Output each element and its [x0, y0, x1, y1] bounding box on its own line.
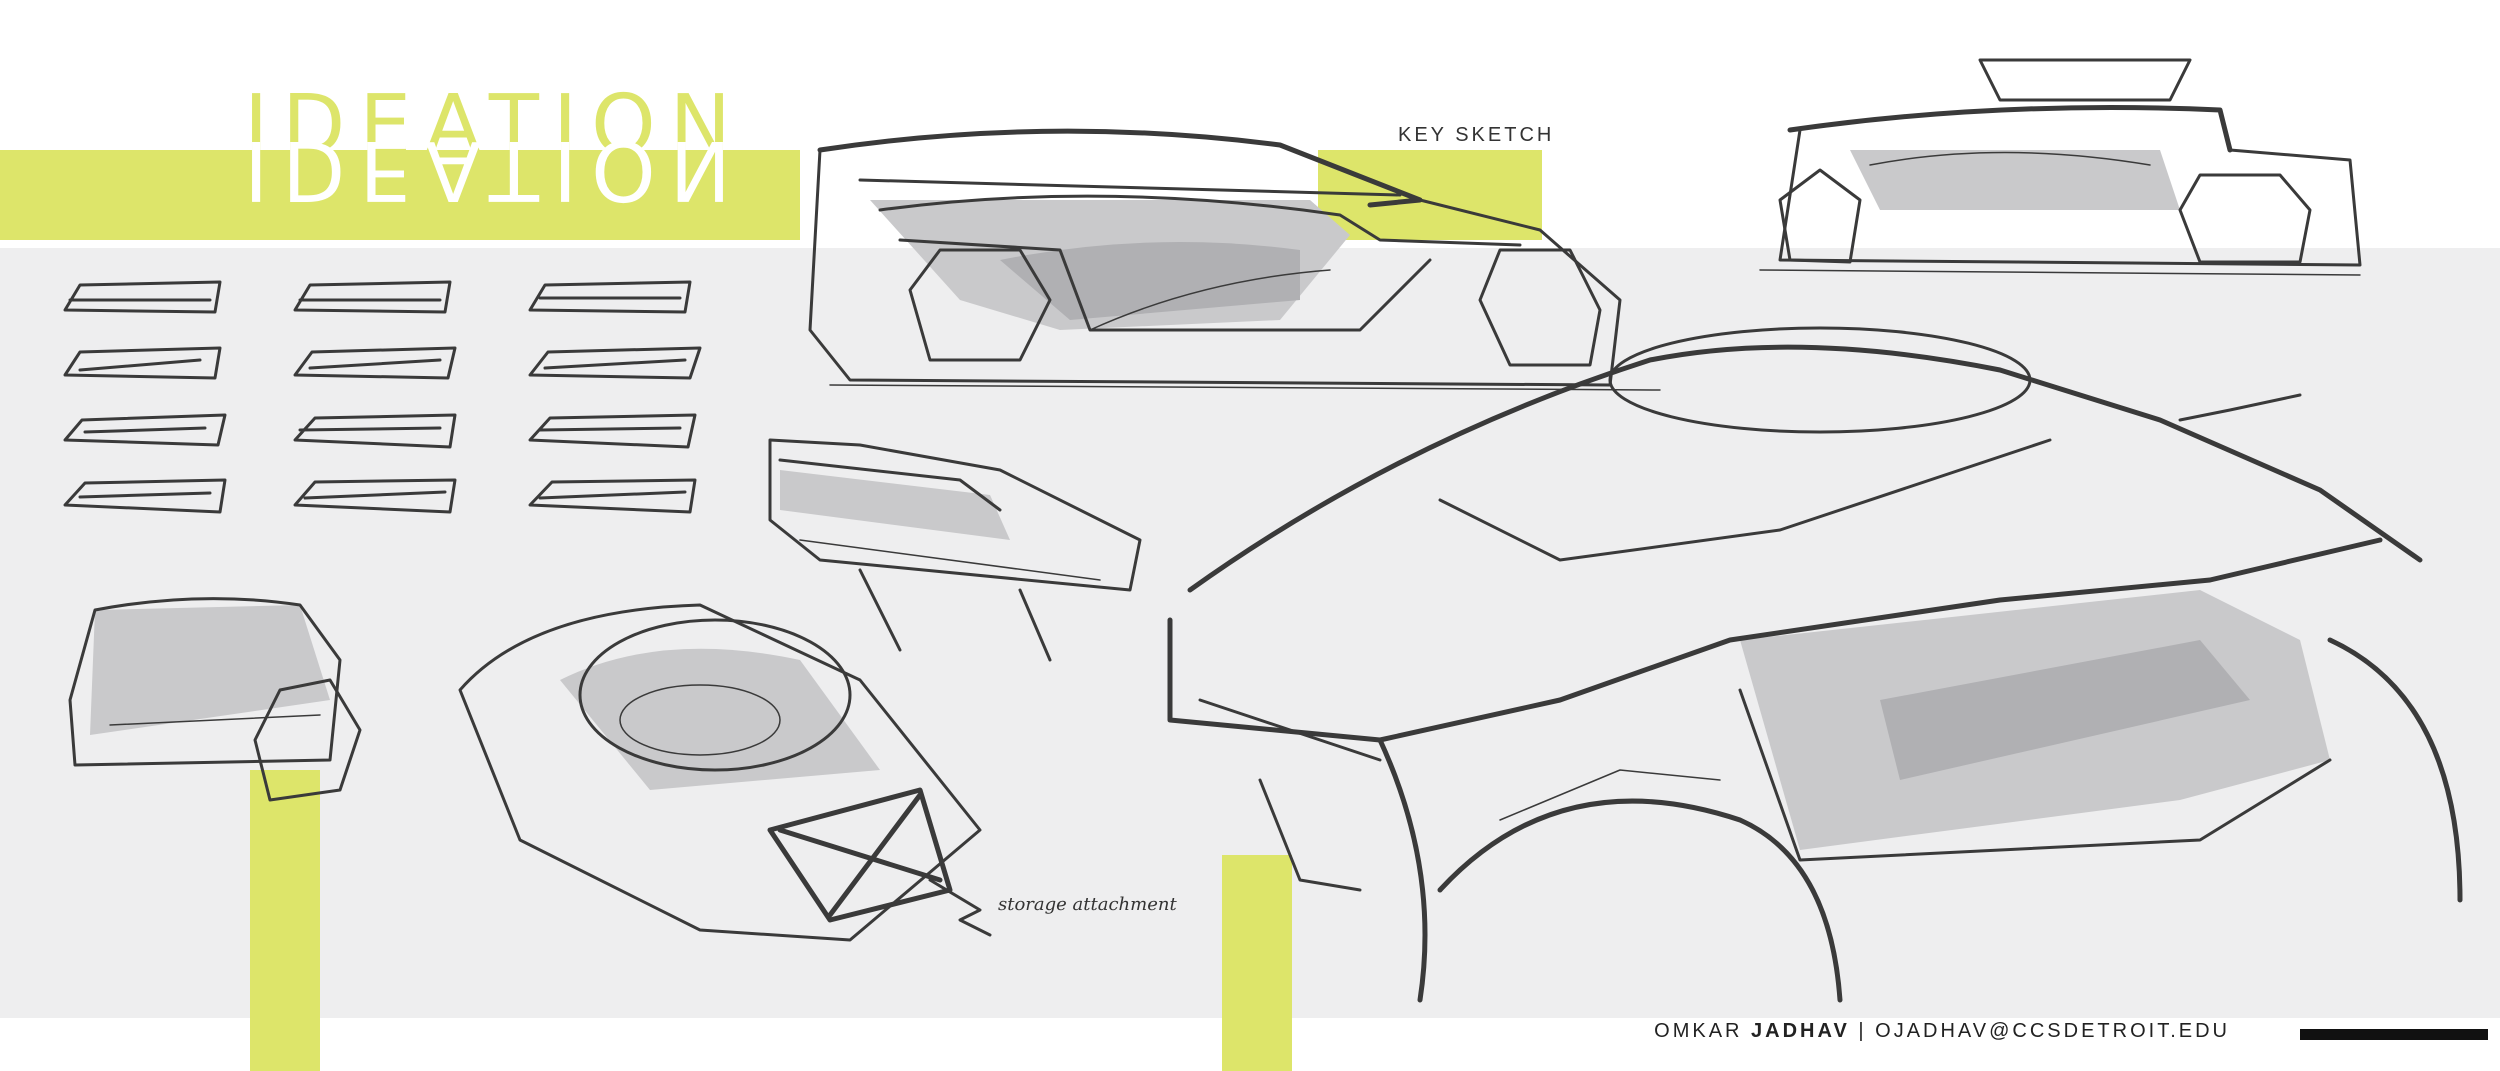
footer-credit: OMKAR JADHAV | OJADHAV@CCSDETROIT.EDU [1654, 1020, 2230, 1043]
page-title: IDEATION [244, 78, 746, 173]
thumbnail-sketches [63, 280, 702, 514]
key-sketch-vehicle [808, 128, 1661, 391]
footer-first-name: OMKAR [1654, 1020, 1743, 1042]
rear-view-vehicle-sketch [68, 597, 362, 802]
thumbnail-col-2 [293, 280, 457, 514]
front-three-quarter-sketch [768, 438, 1142, 662]
footer-last-name: JADHAV [1751, 1020, 1850, 1042]
thumbnail-col-1 [63, 280, 227, 514]
key-sketch-label: KEY SKETCH [1398, 124, 1555, 146]
top-down-vehicle-sketch [458, 603, 992, 942]
storage-attachment-annotation: storage attachment [998, 894, 1177, 915]
thumbnail-col-3 [528, 280, 702, 514]
title-accent-band [0, 150, 800, 240]
left-accent-bar [250, 770, 320, 1071]
main-hero-vehicle-sketch [1167, 326, 2463, 1003]
footer-rule [2300, 1029, 2488, 1040]
side-view-vehicle-sketch [1759, 58, 2362, 276]
middle-accent-bar [1222, 855, 1292, 1071]
footer-separator: | [1858, 1020, 1867, 1042]
footer-email[interactable]: OJADHAV@CCSDETROIT.EDU [1875, 1020, 2230, 1042]
